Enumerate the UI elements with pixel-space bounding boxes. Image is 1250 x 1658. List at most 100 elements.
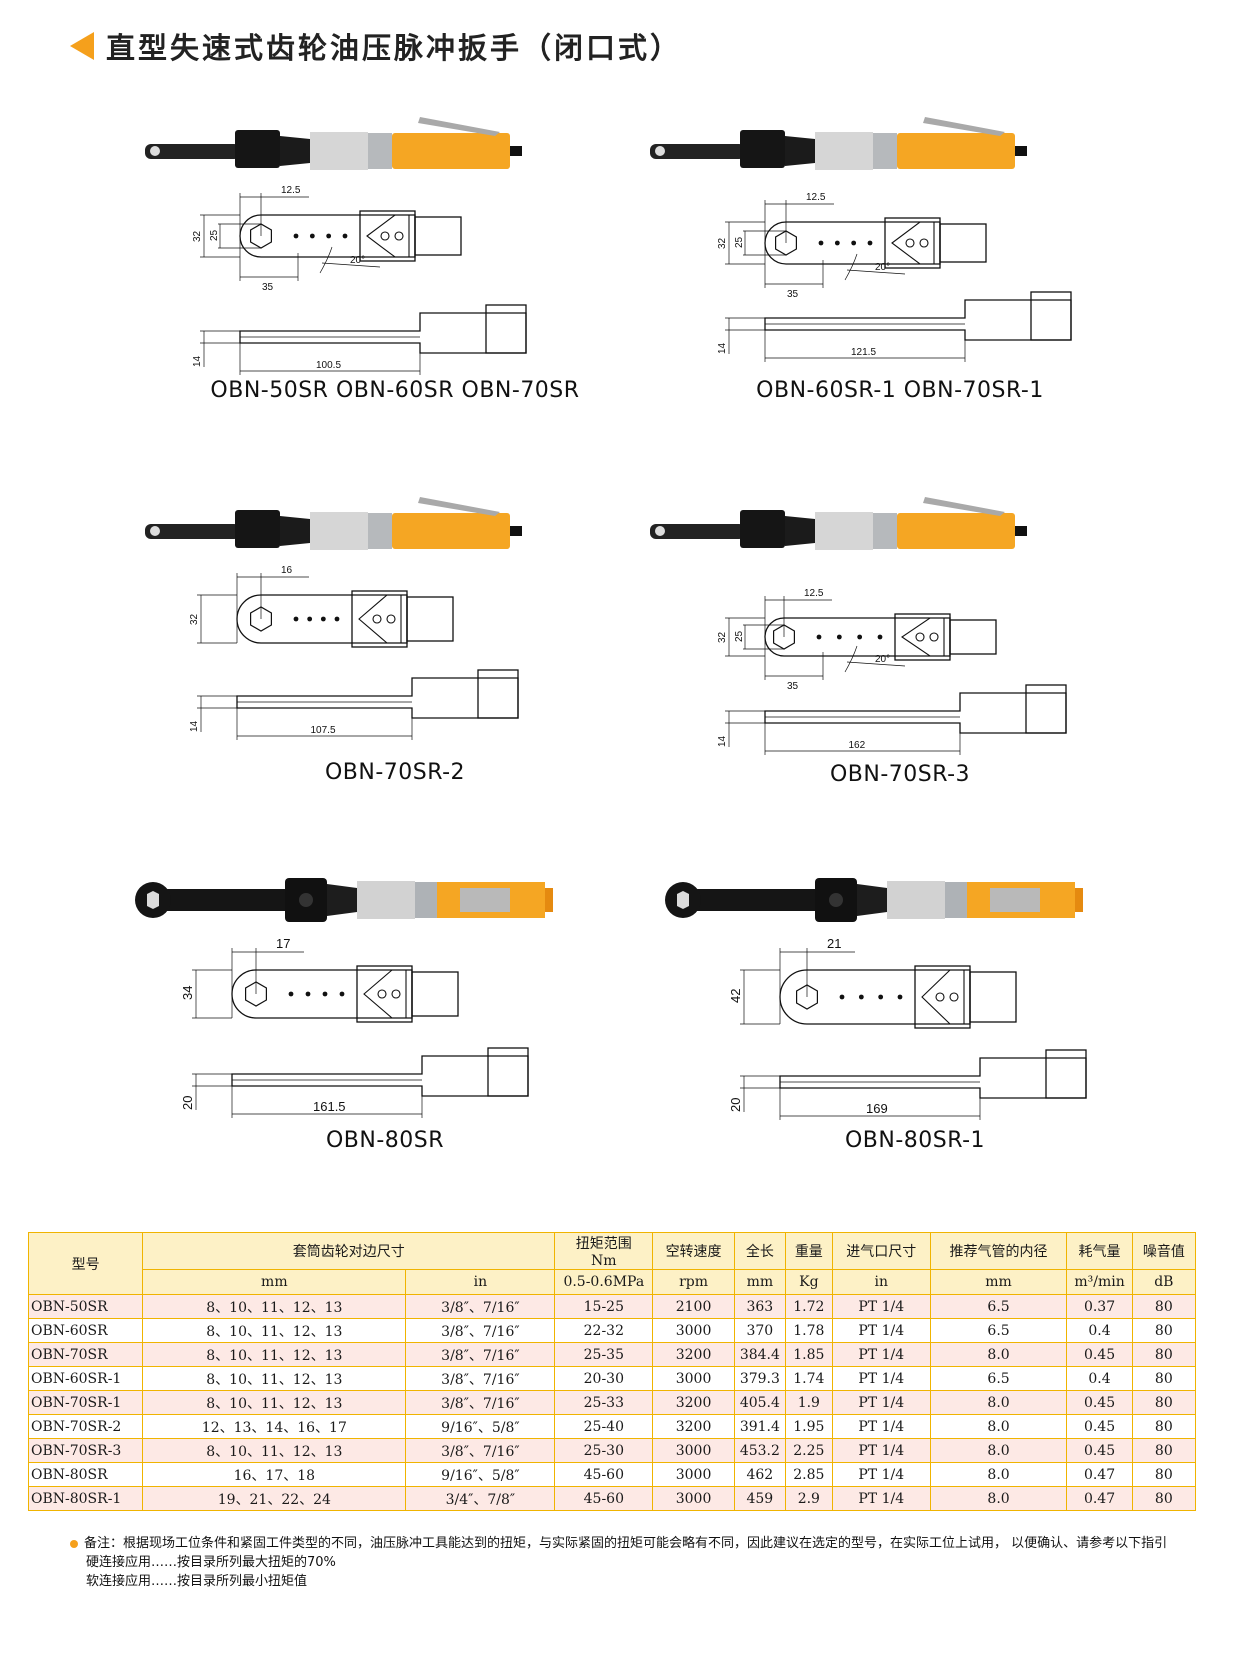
table-cell: 80 — [1131, 1342, 1197, 1367]
dim-label: 14 — [189, 720, 200, 732]
tool-outline-top — [779, 969, 971, 1025]
table-cell: 80 — [1131, 1462, 1197, 1487]
dim-label: 20 — [728, 1098, 743, 1112]
hole-icon — [394, 231, 404, 241]
rivet-icon — [839, 994, 845, 1000]
hex-socket-icon — [244, 981, 267, 1007]
table-cell: 3000 — [652, 1438, 735, 1463]
rivet-icon — [326, 233, 332, 239]
product-model: OBN-70SR-2 — [324, 760, 466, 785]
rivet-icon — [305, 991, 311, 997]
table-cell: 391.4 — [733, 1414, 786, 1439]
hole-icon — [386, 614, 396, 624]
rivet-icon — [322, 991, 328, 997]
rivet-icon — [320, 616, 326, 622]
header-inlet: 进气口尺寸 — [831, 1232, 931, 1270]
table-cell: 3200 — [652, 1390, 735, 1415]
table-cell: 405.4 — [733, 1390, 786, 1415]
hex-socket-icon — [249, 606, 272, 632]
dim-label: 25 — [734, 236, 745, 248]
rivet-icon — [339, 991, 345, 997]
hole-icon — [935, 992, 945, 1002]
table-cell: 384.4 — [733, 1342, 786, 1367]
table-cell: 12、13、14、16、17 — [142, 1414, 407, 1439]
dim-label: 32 — [717, 631, 728, 643]
rivet-icon — [293, 233, 299, 239]
notes: 备注：根据现场工位条件和紧固工件类型的不同，油压脉冲工具能达到的扭矩，与实际紧固… — [70, 1534, 1167, 1591]
unit-length: mm — [733, 1269, 786, 1295]
table-cell: PT 1/4 — [831, 1366, 931, 1391]
rivet-icon — [307, 616, 313, 622]
table-cell: 8.0 — [929, 1438, 1068, 1463]
table-cell: OBN-60SR — [27, 1318, 144, 1343]
table-cell: 1.78 — [784, 1318, 833, 1343]
table-cell: OBN-50SR — [27, 1294, 144, 1319]
note-line: 备注：根据现场工位条件和紧固工件类型的不同，油压脉冲工具能达到的扭矩，与实际紧固… — [70, 1534, 1167, 1553]
tool-tail — [411, 971, 459, 1017]
dim-label: 20° — [875, 654, 890, 665]
table-cell: 25-30 — [554, 1438, 654, 1463]
table-cell: 2.85 — [784, 1462, 833, 1487]
unit-air: m³/min — [1066, 1269, 1133, 1295]
table-cell: 25-35 — [554, 1342, 654, 1367]
table-cell: 45-60 — [554, 1462, 654, 1487]
table-cell: 6.5 — [929, 1294, 1068, 1319]
table-cell: 462 — [733, 1462, 786, 1487]
dim-label: 21 — [827, 936, 841, 951]
table-cell: 3200 — [652, 1342, 735, 1367]
table-cell: OBN-80SR — [27, 1462, 144, 1487]
rivet-icon — [288, 991, 294, 997]
table-cell: 3/8″、7/16″ — [405, 1318, 556, 1343]
header-weight: 重量 — [784, 1232, 833, 1270]
table-cell: 8.0 — [929, 1462, 1068, 1487]
table-cell: 3/8″、7/16″ — [405, 1294, 556, 1319]
tool-head-block — [359, 210, 416, 262]
tool-head-block — [894, 613, 951, 661]
bullet-icon — [70, 1539, 78, 1548]
page-title-text: 直型失速式齿轮油压脉冲扳手（闭口式） — [106, 31, 683, 65]
dim-label: 169 — [866, 1101, 888, 1116]
table-cell: 6.5 — [929, 1318, 1068, 1343]
dim-label: 162 — [849, 740, 866, 751]
table-cell: 8、10、11、12、13 — [142, 1438, 407, 1463]
table-cell: PT 1/4 — [831, 1294, 931, 1319]
table-cell: PT 1/4 — [831, 1414, 931, 1439]
table-cell: 8.0 — [929, 1390, 1068, 1415]
note-line: 硬连接应用……按目录所列最大扭矩的70% — [86, 1555, 336, 1570]
product-model: OBN-80SR — [325, 1128, 445, 1153]
table-cell: 0.45 — [1066, 1438, 1133, 1463]
dim-label: 25 — [209, 229, 220, 241]
tool-outline-top — [231, 969, 413, 1019]
product-model: OBN-70SR-3 — [829, 762, 971, 787]
table-cell: 45-60 — [554, 1486, 654, 1511]
table-cell: 2100 — [652, 1294, 735, 1319]
table-cell: 1.95 — [784, 1414, 833, 1439]
table-cell: 25-40 — [554, 1414, 654, 1439]
valve-icon — [366, 214, 410, 258]
table-cell: 80 — [1131, 1486, 1197, 1511]
hole-icon — [380, 231, 390, 241]
hex-socket-icon — [796, 984, 818, 1010]
tool-tail — [939, 223, 987, 263]
tool-tail — [949, 619, 997, 655]
table-cell: 1.74 — [784, 1366, 833, 1391]
header-model: 型号 — [27, 1232, 144, 1295]
arrow-left-icon — [70, 32, 94, 60]
